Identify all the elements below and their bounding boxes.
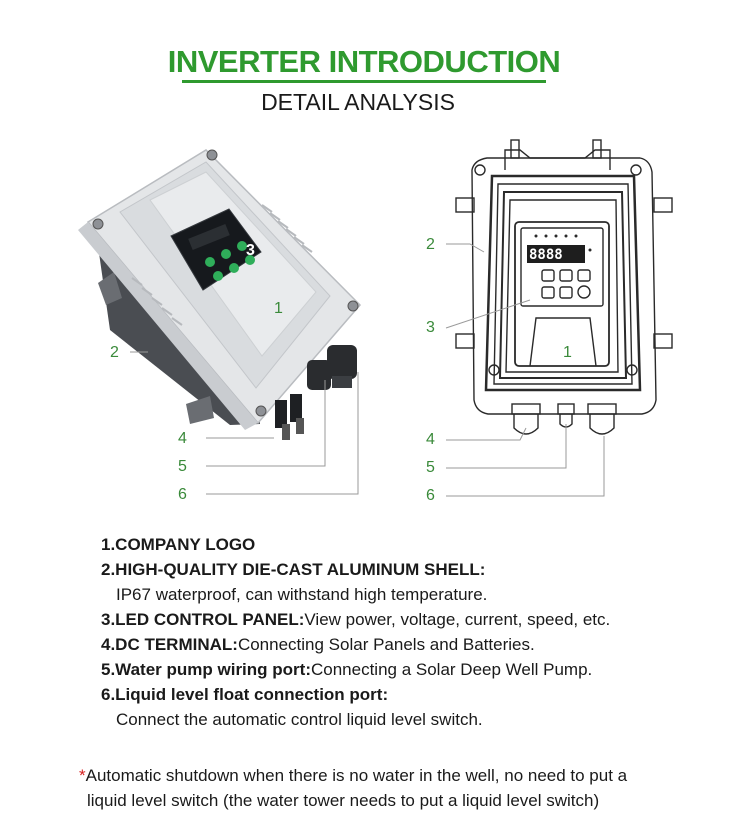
feature-title: 1.COMPANY LOGO — [101, 535, 256, 554]
feature-item-shell-detail: IP67 waterproof, can withstand high temp… — [101, 582, 721, 607]
left-callout-6: 6 — [178, 486, 187, 503]
page-subtitle: DETAIL ANALYSIS — [261, 89, 455, 115]
footnote-line-1: *Automatic shutdown when there is no wat… — [79, 763, 729, 788]
feature-item-pump-port: 5.Water pump wiring port:Connecting a So… — [101, 657, 721, 682]
feature-item-led-panel: 3.LED CONTROL PANEL:View power, voltage,… — [101, 607, 721, 632]
right-callout-4: 4 — [426, 431, 435, 448]
feature-item-logo: 1.COMPANY LOGO — [101, 532, 721, 557]
left-callout-1: 1 — [274, 300, 283, 317]
feature-list: 1.COMPANY LOGO 2.HIGH-QUALITY DIE-CAST A… — [101, 532, 721, 732]
feature-title: 4.DC TERMINAL: — [101, 635, 238, 654]
inverter-illustrations: 8888 — [78, 139, 673, 497]
title-underline — [182, 80, 546, 83]
footnote: *Automatic shutdown when there is no wat… — [79, 763, 729, 813]
feature-text: Connecting a Solar Deep Well Pump. — [310, 660, 593, 679]
feature-text: Connect the automatic control liquid lev… — [116, 710, 483, 729]
right-callout-lines — [445, 243, 605, 497]
right-callout-3: 3 — [426, 319, 435, 336]
feature-item-float-port: 6.Liquid level float connection port: — [101, 682, 721, 707]
left-callout-2: 2 — [110, 344, 119, 361]
feature-text: IP67 waterproof, can withstand high temp… — [116, 585, 488, 604]
right-inverter-drawing: 8888 — [455, 139, 673, 435]
feature-text: Connecting Solar Panels and Batteries. — [237, 635, 535, 654]
footnote-asterisk: * — [79, 766, 86, 785]
footnote-line-2: liquid level switch (the water tower nee… — [87, 791, 600, 810]
left-callout-4: 4 — [178, 430, 187, 447]
feature-title: 2.HIGH-QUALITY DIE-CAST ALUMINUM SHELL: — [101, 560, 486, 579]
page-title: INVERTER INTRODUCTION — [167, 44, 561, 79]
footnote-text-1: Automatic shutdown when there is no wate… — [85, 766, 628, 785]
feature-item-shell: 2.HIGH-QUALITY DIE-CAST ALUMINUM SHELL: — [101, 557, 721, 582]
left-callout-3: 3 — [246, 242, 255, 259]
feature-item-dc-terminal: 4.DC TERMINAL:Connecting Solar Panels an… — [101, 632, 721, 657]
feature-title: 3.LED CONTROL PANEL: — [101, 610, 305, 629]
right-callout-2: 2 — [426, 236, 435, 253]
right-callout-6: 6 — [426, 487, 435, 504]
left-callout-5: 5 — [178, 458, 187, 475]
feature-text: View power, voltage, current, speed, etc… — [304, 610, 611, 629]
right-callout-1: 1 — [563, 344, 572, 361]
svg-text:8888: 8888 — [529, 247, 563, 263]
feature-item-float-port-detail: Connect the automatic control liquid lev… — [101, 707, 721, 732]
feature-title: 6.Liquid level float connection port: — [101, 685, 389, 704]
left-inverter-image — [78, 149, 362, 440]
right-callout-5: 5 — [426, 459, 435, 476]
left-callout-lines — [130, 351, 359, 495]
feature-title: 5.Water pump wiring port: — [101, 660, 311, 679]
